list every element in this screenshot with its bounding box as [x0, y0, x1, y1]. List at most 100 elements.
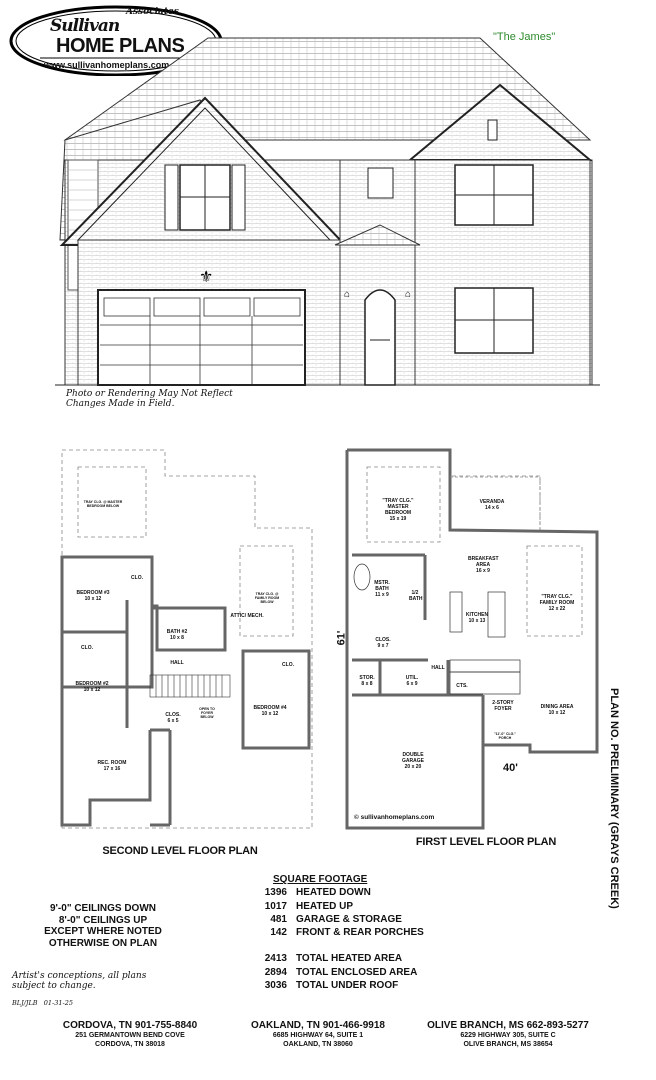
- room-dim: 17 x 16: [103, 766, 121, 772]
- office-address: 6229 HIGHWAY 305, SUITE C: [460, 1032, 556, 1039]
- room-name: CLOS.: [165, 712, 181, 718]
- disclaimer: Artist's conceptions, all plans subject …: [12, 971, 146, 991]
- room-dim: 8 x 8: [361, 681, 373, 687]
- sqft-label: FRONT & REAR PORCHES: [296, 927, 424, 939]
- office-address: OLIVE BRANCH, MS 38654: [463, 1041, 553, 1048]
- room-dim: 16 x 9: [476, 568, 490, 574]
- room-hall: HALL: [170, 660, 184, 666]
- room-name: VERANDA: [479, 499, 505, 505]
- room-attic-mech: ATTIC/ MECH.: [230, 613, 264, 619]
- room-name: BEDROOM #4: [253, 705, 287, 711]
- room-dim: 10 x 12: [261, 711, 279, 717]
- room-dim: 9 x 7: [377, 643, 389, 649]
- room-dim: 15 x 19: [389, 516, 407, 522]
- ceiling-notes: 9'-0" CEILINGS DOWN 8'-0" CEILINGS UP EX…: [38, 903, 168, 949]
- sqft-value: 1017: [264, 900, 287, 912]
- ceiling-note: 9'-0" CEILINGS DOWN: [49, 903, 156, 914]
- room-name: KITCHEN: [465, 612, 489, 618]
- room-name: BATH #2: [166, 629, 188, 635]
- second-floor-title: SECOND LEVEL FLOOR PLAN: [102, 845, 258, 857]
- logo-url: www.sullivanhomeplans.com: [44, 60, 170, 70]
- sqft-value: 1396: [264, 887, 287, 899]
- office-city: OAKLAND, TN 901-466-9918: [251, 1020, 385, 1031]
- room-utility: UTIL.6 x 9: [406, 675, 419, 687]
- office-address: OAKLAND, TN 38060: [283, 1041, 353, 1048]
- room-name: "TRAY CLG." MASTER BEDROOM: [382, 498, 414, 516]
- fleur-de-lis-icon: ⚜: [199, 267, 213, 286]
- room-dim: 10 x 12: [83, 687, 101, 693]
- room-name: BREAKFAST AREA: [468, 556, 499, 568]
- room-dim: 6 x 9: [406, 681, 418, 687]
- logo-name: HOME PLANS: [56, 35, 185, 57]
- ceiling-note: OTHERWISE ON PLAN: [48, 937, 158, 949]
- room-dim: 10 x 12: [548, 710, 566, 716]
- room-name: "TRAY CLG." FAMILY ROOM: [539, 594, 575, 606]
- lantern-icon: ⌂: [405, 289, 411, 300]
- room-hall: HALL: [431, 665, 445, 671]
- room-closet: CLO.: [131, 575, 143, 581]
- room-closet: CLOS.6 x 5: [165, 712, 180, 724]
- sqft-value: 2413: [264, 953, 287, 965]
- revision-note: BLJ/JLB 01-31-25: [12, 999, 73, 1007]
- sqft-value: 481: [270, 913, 287, 925]
- lantern-icon: ⌂: [344, 289, 350, 300]
- office-cordova: CORDOVA, TN 901-755-8840 251 GERMANTOWN …: [63, 1020, 197, 1049]
- room-dim: 6 x 5: [167, 718, 179, 724]
- room-dim: 10 x 12: [84, 596, 102, 602]
- office-address: 6685 HIGHWAY 64, SUITE 1: [272, 1032, 364, 1039]
- sqft-label: TOTAL ENCLOSED AREA: [296, 966, 418, 978]
- room-porch: "11'-0" CLG." PORCH: [494, 732, 516, 740]
- width-dimension: 40': [503, 762, 518, 774]
- room-dim: 10 x 8: [170, 635, 184, 641]
- disclaimer-line: Artist's conceptions, all plans: [12, 971, 147, 981]
- room-name: UTIL.: [405, 675, 419, 681]
- room-label: TRAY CLG. @ MASTER BEDROOM BELOW: [83, 500, 123, 508]
- room-closet: CLO.: [282, 662, 294, 668]
- room-dim: 11 x 9: [375, 592, 389, 598]
- sqft-label: GARAGE & STORAGE: [296, 913, 402, 925]
- sqft-value: 3036: [264, 980, 287, 992]
- room-dim: 12 x 22: [548, 606, 566, 612]
- room-half-bath: 1/2 BATH: [409, 590, 423, 602]
- logo: Associates Sullivan HOME PLANS www.sulli…: [8, 4, 224, 77]
- rendering-note-line: Photo or Rendering May Not Reflect: [66, 389, 233, 399]
- logo-associates: Associates: [126, 7, 179, 17]
- room-name: MSTR. BATH: [374, 580, 390, 592]
- room-dim: 20 x 20: [404, 764, 422, 770]
- rendering-note-line: Changes Made in Field.: [66, 399, 175, 409]
- depth-dimension: 61': [335, 630, 348, 646]
- room-dim: 10 x 13: [468, 618, 486, 624]
- office-olive-branch: OLIVE BRANCH, MS 662-893-5277 6229 HIGHW…: [427, 1020, 589, 1049]
- ceiling-note: EXCEPT WHERE NOTED: [44, 926, 162, 937]
- room-name: DOUBLE GARAGE: [402, 752, 424, 764]
- sqft-label: TOTAL HEATED AREA: [296, 953, 403, 965]
- front-elevation-drawing: ⚜ ⌂ ⌂: [55, 37, 600, 386]
- room-name: STOR.: [359, 675, 375, 681]
- room-cts: CTS.: [456, 683, 468, 689]
- rendering-note: Photo or Rendering May Not Reflect Chang…: [66, 389, 233, 409]
- room-name: CLOS.: [375, 637, 391, 643]
- room-label: OPEN TO FOYER BELOW: [199, 707, 215, 719]
- office-address: CORDOVA, TN 38018: [95, 1041, 165, 1048]
- room-dim: 14 x 6: [485, 505, 499, 511]
- square-footage-title: SQUARE FOOTAGE: [273, 874, 368, 885]
- first-floor-title: FIRST LEVEL FLOOR PLAN: [415, 836, 557, 848]
- room-closet: CLOS.9 x 7: [375, 637, 390, 649]
- disclaimer-line: subject to change.: [12, 981, 96, 991]
- room-storage: STOR.8 x 8: [359, 675, 374, 687]
